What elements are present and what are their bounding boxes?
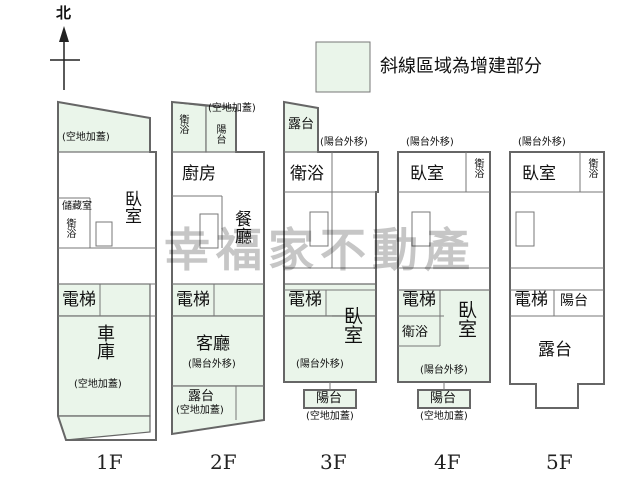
f1-bedroom-label: 臥室 [121,190,141,224]
f2-top-note: (空地加蓋) [208,103,256,114]
f3-terrace-label: 露台 [288,117,315,132]
plan-4f [397,151,491,409]
f5-balcony-label: 陽台 [560,293,588,309]
north-arrow-icon [50,26,80,90]
f4-bath2-label: 衛浴 [402,325,429,340]
f5-floor-label: 5F [546,450,573,474]
north-label: 北 [56,4,72,22]
f4-bedroom1-label: 臥室 [410,164,444,184]
f4-bath1-label: 衛浴 [472,158,483,178]
f4-balcony-label: 陽台 [430,391,457,406]
f2-terrace-note: (空地加蓋) [176,405,224,416]
f4-bedroom-note: (陽台外移) [420,365,468,376]
f5-elevator-label: 電梯 [514,290,548,310]
plan-5f [509,151,605,409]
f5-bath-label: 衛浴 [586,158,597,178]
plan-1f [57,100,157,441]
f2-dining-label: 餐廳 [231,210,251,244]
f1-garage-label: 車庫 [94,324,115,360]
f1-storage-label: 儲藏室 [62,201,92,212]
f3-bath-label: 衛浴 [290,164,324,184]
f3-bottom-note: (空地加蓋) [306,411,354,422]
f1-floor-label: 1F [96,450,123,474]
f2-living-note: (陽台外移) [188,359,236,370]
f4-top-note: (陽台外移) [406,137,454,148]
f5-terrace-label: 露台 [538,340,572,360]
f2-balcony-label: 陽台 [214,124,225,144]
f2-living-label: 客廳 [196,334,230,354]
f1-bath-label: 衛浴 [64,218,75,238]
f2-bath-label: 衛浴 [177,114,188,134]
f2-kitchen-label: 廚房 [182,164,216,184]
f3-bedroom-note: (陽台外移) [296,359,344,370]
f5-top-note: (陽台外移) [518,137,566,148]
f4-bedroom2-label: 臥室 [455,300,477,338]
f3-elevator-label: 電梯 [288,290,322,310]
f2-elevator-label: 電梯 [176,290,210,310]
f3-bedroom-label: 臥室 [341,306,363,344]
plan-3f [283,100,379,409]
f3-top-note: (陽台外移) [320,137,368,148]
legend-swatch [315,41,371,93]
f4-elevator-label: 電梯 [402,290,436,310]
f1-elevator-label: 電梯 [62,290,96,310]
f1-bottom-note: (空地加蓋) [74,379,122,390]
f3-balcony-label: 陽台 [316,391,343,406]
f2-floor-label: 2F [210,450,237,474]
plan-2f [171,100,265,436]
f1-top-note: (空地加蓋) [62,132,110,143]
f3-floor-label: 3F [320,450,347,474]
f2-terrace-label: 露台 [188,389,215,404]
f4-floor-label: 4F [434,450,461,474]
watermark: 幸福家不動產 [164,223,476,277]
legend-text: 斜線區域為增建部分 [380,56,542,77]
f4-bottom-note: (空地加蓋) [420,411,468,422]
f5-bedroom-label: 臥室 [522,164,556,184]
